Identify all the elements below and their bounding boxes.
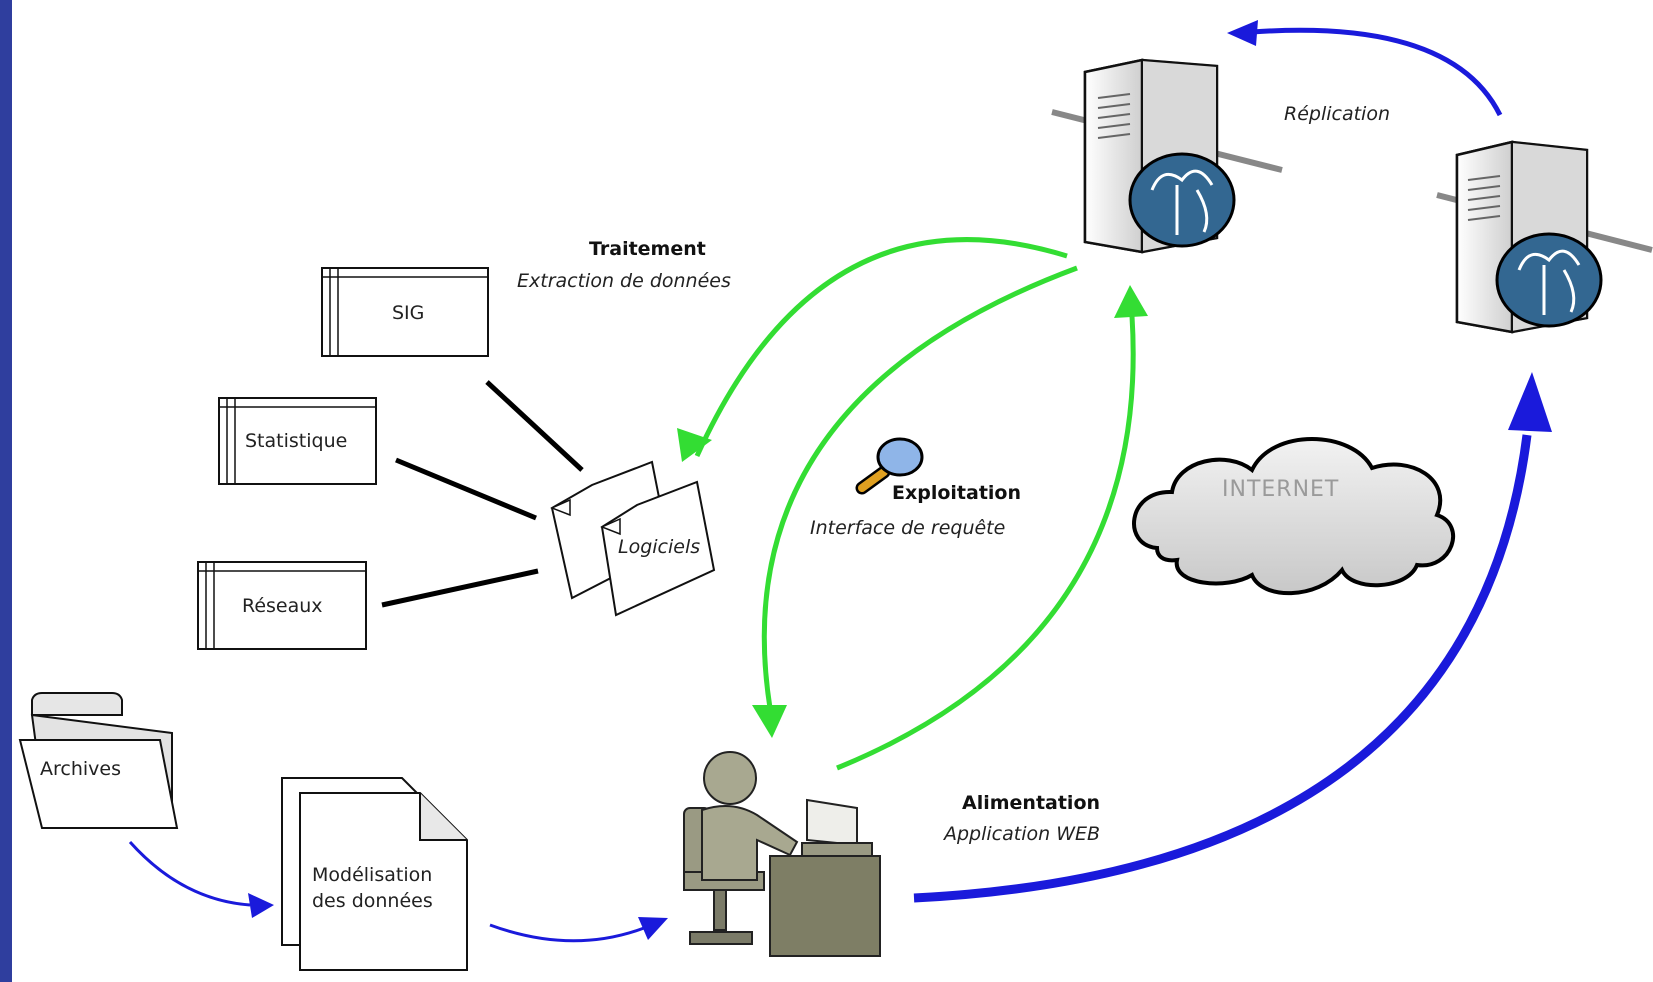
- postgresql-elephant-icon: [1495, 232, 1603, 328]
- node-statistique-label: Statistique: [245, 430, 348, 452]
- statistique-box: [218, 397, 377, 485]
- node-sig-label: SIG: [392, 302, 425, 324]
- flow-replication-subtitle: Réplication: [1284, 103, 1390, 125]
- folder-icon: [18, 692, 179, 829]
- documents-icon: [281, 777, 468, 971]
- flow-exploitation-title: Exploitation: [892, 482, 1021, 504]
- reseaux-connector: [381, 568, 539, 608]
- exploitation-down-arrow: [761, 265, 1078, 709]
- alimentation-arrow: [913, 434, 1532, 903]
- archives-to-modelisation-arrow: [128, 840, 274, 918]
- user-at-computer-icon: [683, 751, 881, 957]
- flow-traitement-title: Traitement: [589, 238, 706, 260]
- statistique-connector: [395, 457, 537, 521]
- node-logiciels-label: Logiciels: [618, 536, 701, 558]
- reseaux-box: [197, 561, 367, 650]
- replication-arrow: [1251, 27, 1503, 117]
- sig-connector: [485, 380, 584, 472]
- cloud-icon: [1132, 437, 1456, 596]
- node-reseaux-label: Réseaux: [242, 595, 323, 617]
- postgresql-elephant-icon: [1128, 152, 1236, 248]
- node-modelisation-label-line1: Modélisation: [312, 864, 433, 886]
- diagram-canvas: SIG Statistique Réseaux Logiciels Archiv…: [12, 0, 1653, 982]
- magnifier-icon: [855, 437, 924, 495]
- flow-exploitation-subtitle: Interface de requête: [810, 517, 1006, 539]
- node-modelisation-label-line2: des données: [312, 890, 433, 912]
- flow-alimentation-subtitle: Application WEB: [944, 823, 1101, 845]
- traitement-arrow: [694, 237, 1068, 458]
- node-internet-label: INTERNET: [1222, 477, 1340, 502]
- flow-alimentation-title: Alimentation: [962, 792, 1101, 814]
- flow-traitement-subtitle: Extraction de données: [517, 270, 731, 292]
- exploitation-up-arrow: [836, 315, 1136, 771]
- diagram-graphics: [18, 20, 1653, 971]
- modelisation-to-user-arrow: [489, 917, 668, 943]
- logiciels-documents-icon: [550, 460, 716, 617]
- sig-box: [321, 267, 489, 357]
- node-archives-label: Archives: [40, 758, 121, 780]
